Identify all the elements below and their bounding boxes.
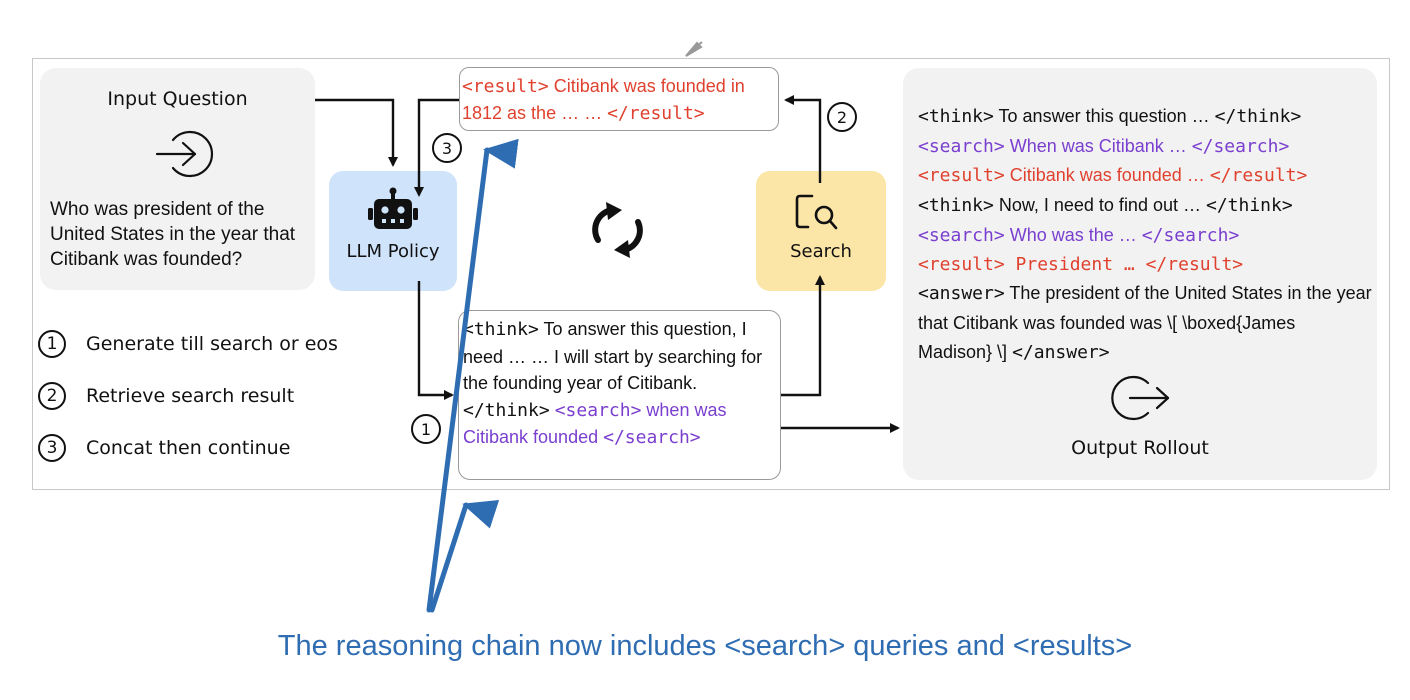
search-content: when was Citibank founded [463,399,727,448]
search-node [756,171,886,291]
output-text: Who was the … [1004,224,1142,245]
output-close-tag: </think> [1205,195,1293,217]
output-line: <result> President … </result> [918,251,1373,280]
output-tag: <result> [918,253,1005,275]
output-text: Citibank was founded … [1004,165,1210,186]
result-open-tag: <result> [462,76,549,97]
answer-text: The president of the United States in th… [918,283,1372,362]
output-tag: <search> [918,224,1005,246]
llm-policy-label: LLM Policy [346,241,440,262]
input-question-text: Who was president of the United States i… [50,199,296,270]
output-tag: <think> [918,106,994,127]
output-text: When was Citibank … [1004,135,1192,156]
output-text: Now, I need to find out … [993,195,1206,216]
search-open-tag: <search> [554,399,642,421]
input-question-panel [40,68,315,290]
step-3-badge: 3 [38,434,66,462]
input-question-title: Input Question [107,88,248,110]
result-box-text: <result> Citibank was founded in 1812 as… [462,73,774,127]
output-close-tag: </search> [1191,135,1290,157]
output-close-tag: </search> [1141,224,1240,246]
output-tag: <think> [918,195,994,217]
output-tag: <result> [918,165,1005,187]
output-lines: <think> To answer this question … </thin… [918,102,1373,367]
step-2-label: Retrieve search result [86,385,295,407]
diagram-frame [32,58,1390,490]
output-close-tag: </result> [1209,165,1308,187]
result-box [459,67,779,131]
result-close-tag: </result> [607,103,705,124]
output-line: <search> When was Citibank … </search> [918,132,1373,162]
output-tag: <search> [918,135,1005,157]
think-content: To answer this question, I need … … I wi… [463,319,763,393]
think-box-text: <think> To answer this question, I need … [463,316,777,452]
step-1-label: Generate till search or eos [86,333,338,355]
annotation-caption: The reasoning chain now includes <search… [277,630,1133,662]
step-3-label: Concat then continue [86,437,291,459]
think-open-tag: <think> [463,319,539,340]
output-close-tag: </result> [1145,253,1244,275]
step-1-badge: 1 [38,330,66,358]
answer-close-tag: </answer> [1012,341,1110,363]
output-text: To answer this question … [993,106,1215,126]
search-close-tag: </search> [603,427,701,448]
answer-open-tag: <answer> [918,283,1005,305]
output-close-tag: </think> [1214,106,1302,127]
output-line: <think> Now, I need to find out … </thin… [918,191,1373,221]
llm-policy-node [329,171,457,291]
output-line: <think> To answer this question … </thin… [918,102,1373,132]
output-text: President … [1004,253,1146,275]
result-content: Citibank was founded in 1812 as the … … [462,76,745,123]
output-line: <result> Citibank was founded … </result… [918,161,1373,191]
gray-pointer-icon [685,41,703,57]
output-line: <search> Who was the … </search> [918,221,1373,251]
think-close-tag: </think> [463,399,550,421]
search-label: Search [790,241,852,262]
annotation-arrow-to-think [429,499,500,613]
output-rollout-label: Output Rollout [1071,437,1209,459]
step-2-badge: 2 [38,382,66,410]
output-answer: <answer> The president of the United Sta… [918,279,1373,367]
